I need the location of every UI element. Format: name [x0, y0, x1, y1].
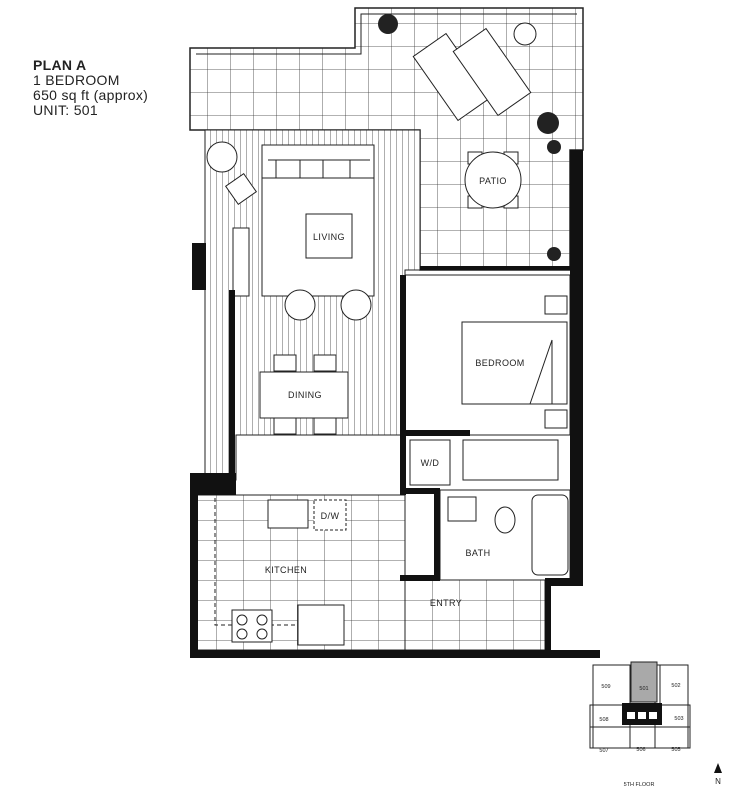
lounge-chair: [452, 27, 532, 117]
toilet: [494, 506, 516, 534]
coffee-table: [305, 213, 353, 259]
keyplate-unit-503: 503: [674, 716, 683, 722]
vanity-sink: [447, 496, 477, 522]
room-label-dishwasher: D/W: [321, 511, 340, 521]
bed: [461, 295, 568, 429]
armchair: [206, 141, 238, 173]
stove: [231, 609, 273, 643]
room-label-dining: DINING: [288, 390, 322, 400]
chair: [224, 172, 258, 206]
plan-area: 650 sq ft (approx): [33, 87, 149, 103]
room-label-patio: PATIO: [479, 176, 507, 186]
closet: [462, 439, 559, 481]
keyplate-unit-506: 506: [636, 747, 645, 753]
fridge: [297, 604, 345, 646]
dining-table: [259, 354, 349, 435]
plan-info: PLAN A 1 BEDROOM 650 sq ft (approx) UNIT…: [33, 58, 148, 118]
patio-table: [464, 151, 522, 209]
room-label-bath: BATH: [466, 548, 491, 558]
entry-floor: [404, 579, 546, 651]
keyplate-unit-509: 509: [601, 684, 610, 690]
side-table: [513, 22, 537, 46]
room-label-kitchen: KITCHEN: [265, 565, 307, 575]
patio: [189, 7, 584, 271]
stool: [340, 289, 372, 321]
plan-bedrooms: 1 BEDROOM: [33, 72, 120, 88]
sink: [267, 499, 309, 529]
keyplate: 501 502 503 505 506 507 508 509 5TH FLOO…: [589, 661, 722, 788]
room-label-washer-dryer: W/D: [421, 458, 440, 468]
plan-title: PLAN A: [33, 57, 87, 73]
keyplate-unit-505: 505: [671, 747, 680, 753]
keyplate-unit-502: 502: [671, 683, 680, 689]
keyplate-unit-508: 508: [599, 717, 608, 723]
north-arrow-icon: [714, 763, 722, 773]
plan-unit: UNIT: 501: [33, 102, 98, 118]
stool: [284, 289, 316, 321]
room-label-living: LIVING: [313, 232, 345, 242]
keyplate-floor-label: 5TH FLOOR: [624, 782, 655, 788]
walls: [190, 150, 600, 658]
plant-icon: [378, 14, 561, 261]
bathtub: [531, 494, 569, 576]
north-label: N: [715, 777, 721, 786]
washer-dryer: [409, 439, 451, 486]
keyplate-unit-501: 501: [639, 686, 648, 692]
dishwasher: [313, 499, 347, 531]
room-label-entry: ENTRY: [430, 598, 462, 608]
keyplate-unit-highlight: [630, 661, 658, 703]
room-label-bedroom: BEDROOM: [475, 358, 524, 368]
tv-console: [232, 227, 250, 297]
keyplate-unit-507: 507: [599, 748, 608, 754]
